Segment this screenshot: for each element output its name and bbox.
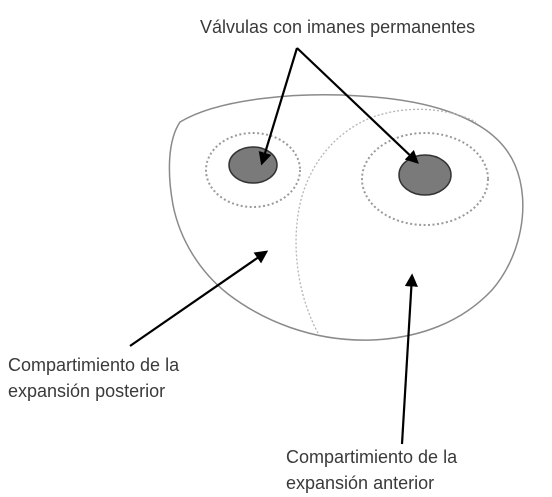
anterior-compartment-label: Compartimiento de la expansión anterior (286, 444, 457, 496)
left-valve-magnet (228, 146, 278, 184)
arrow-to-right-valve (296, 47, 419, 164)
right-valve-magnet (398, 154, 452, 196)
posterior-label-line1: Compartimiento de la (8, 355, 180, 375)
posterior-compartment-label: Compartimiento de la expansión posterior (8, 352, 179, 404)
right-valve-ring (361, 132, 489, 226)
arrow-to-anterior-compartment (400, 273, 418, 445)
posterior-label-line2: expansión posterior (8, 381, 166, 401)
valves-label-text: Válvulas con imanes permanentes (200, 17, 476, 37)
arrow-to-left-valve (258, 47, 299, 166)
arrow-to-posterior-compartment (129, 250, 269, 347)
posterior-compartment-outline (168, 94, 524, 341)
left-valve-ring (205, 132, 301, 208)
anterior-label-line2: expansión anterior (286, 473, 435, 493)
valves-label: Válvulas con imanes permanentes (200, 14, 475, 40)
anterior-label-line1: Compartimiento de la (286, 447, 458, 467)
